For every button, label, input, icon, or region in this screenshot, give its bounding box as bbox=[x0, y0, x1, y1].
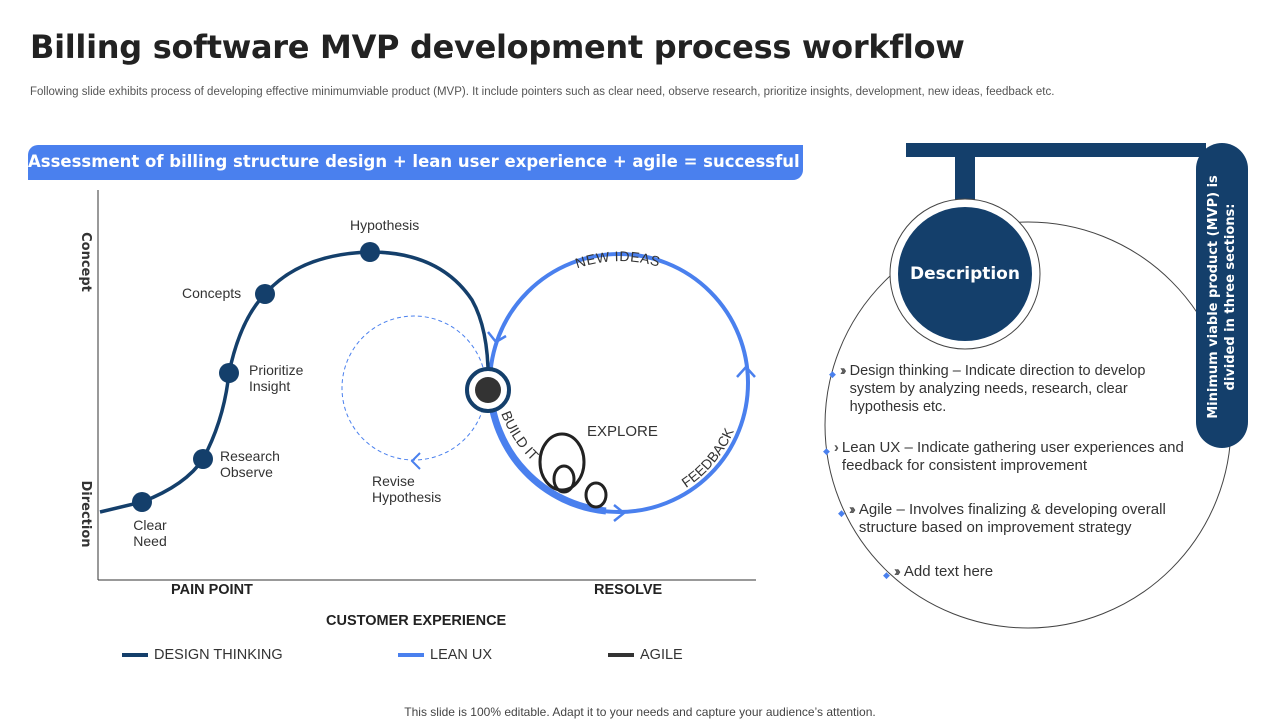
double-chevron-icon: › bbox=[833, 439, 839, 456]
build-it-segment bbox=[486, 387, 607, 515]
node-hypothesis bbox=[360, 242, 380, 262]
arrow-chevron-icon bbox=[487, 331, 507, 344]
bullet-design-thinking: ◆ ›› Design thinking – Indicate directio… bbox=[829, 362, 1159, 416]
bullet-text: Add text here bbox=[903, 563, 994, 580]
diamond-icon: ◆ bbox=[823, 446, 830, 456]
x-axis-left-label: PAIN POINT bbox=[171, 582, 253, 598]
label-research-observe: Research Observe bbox=[220, 448, 280, 480]
node-concepts bbox=[255, 284, 275, 304]
x-axis-right-label: RESOLVE bbox=[594, 582, 663, 598]
node-research-observe bbox=[193, 449, 213, 469]
bullet-agile: ◆ ›› Agile – Involves finalizing & devel… bbox=[838, 501, 1200, 537]
page-title: Billing software MVP development process… bbox=[30, 28, 965, 66]
x-axis-title: CUSTOMER EXPERIENCE bbox=[326, 613, 507, 629]
footer-note: This slide is 100% editable. Adapt it to… bbox=[404, 705, 876, 719]
page-subtitle: Following slide exhibits process of deve… bbox=[30, 86, 1055, 98]
label-concepts: Concepts bbox=[182, 285, 242, 301]
bullet-text: Agile – Involves finalizing & developing… bbox=[858, 501, 1166, 536]
node-prioritize-insight bbox=[219, 363, 239, 383]
label-clear-need: Clear Need bbox=[133, 517, 167, 549]
arrow-chevron-icon bbox=[736, 365, 756, 378]
legend-agile: AGILE bbox=[608, 647, 683, 663]
diamond-icon: ◆ bbox=[838, 508, 845, 518]
label-hypothesis: Hypothesis bbox=[350, 217, 420, 233]
bullet-text: Lean UX – Indicate gathering user experi… bbox=[841, 439, 1184, 474]
agile-loop-small bbox=[584, 481, 608, 509]
description-top-bar bbox=[906, 143, 1206, 157]
label-explore: EXPLORE bbox=[587, 423, 658, 440]
legend-swatch bbox=[608, 653, 634, 657]
arrow-chevron-icon bbox=[613, 504, 627, 522]
legend-swatch bbox=[398, 653, 424, 657]
side-bar-text-wrap: Minimum viable product (MVP) is divided … bbox=[1196, 147, 1248, 447]
y-axis-bottom-label: Direction bbox=[78, 480, 93, 547]
legend-swatch bbox=[122, 653, 148, 657]
side-vertical-bar bbox=[1196, 143, 1248, 448]
description-connector bbox=[955, 150, 975, 210]
agile-loop-medium bbox=[552, 464, 576, 494]
double-chevron-icon: ›› bbox=[848, 501, 856, 518]
central-node-core bbox=[475, 377, 501, 403]
node-clear-need bbox=[132, 492, 152, 512]
label-feedback: FEEDBACK bbox=[679, 425, 737, 491]
arrow-chevron-icon bbox=[410, 452, 421, 470]
revise-dashed-circle bbox=[341, 315, 487, 461]
legend-label: AGILE bbox=[640, 647, 683, 663]
legend-label: LEAN UX bbox=[430, 647, 493, 663]
legend-lean-ux: LEAN UX bbox=[398, 647, 492, 663]
bullet-add-text: ◆ ›› Add text here bbox=[883, 563, 1083, 584]
y-axis-top-label: Concept bbox=[78, 232, 93, 292]
legend-label: DESIGN THINKING bbox=[154, 647, 283, 663]
side-bar-text: Minimum viable product (MVP) is divided … bbox=[1206, 175, 1239, 419]
diamond-icon: ◆ bbox=[883, 570, 890, 580]
description-title: Description bbox=[898, 207, 1032, 341]
label-revise-hypothesis: Revise Hypothesis bbox=[372, 473, 442, 505]
agile-loop-large bbox=[538, 432, 586, 492]
label-new-ideas: NEW IDEAS bbox=[573, 248, 662, 271]
double-chevron-icon: ›› bbox=[893, 563, 901, 580]
diamond-icon: ◆ bbox=[829, 369, 836, 379]
formula-banner: Assessment of billing structure design +… bbox=[28, 145, 803, 180]
double-chevron-icon: ›› bbox=[839, 363, 846, 379]
label-prioritize-insight: Prioritize Insight bbox=[249, 362, 304, 394]
legend-design-thinking: DESIGN THINKING bbox=[122, 647, 283, 663]
bullet-lean-ux: ◆ › Lean UX – Indicate gathering user ex… bbox=[823, 439, 1193, 475]
bullet-text: Design thinking – Indicate direction to … bbox=[849, 363, 1146, 415]
